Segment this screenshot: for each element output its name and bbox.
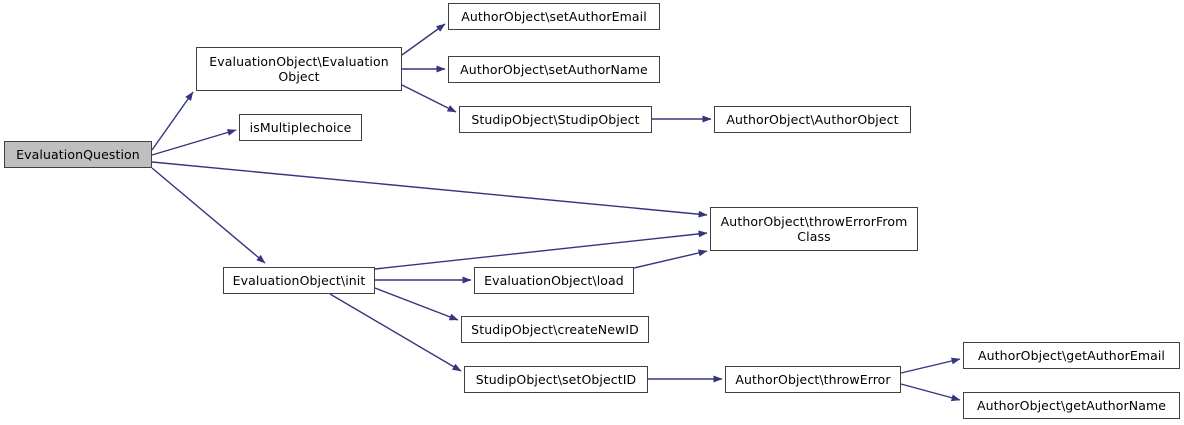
graph-edge-evaluation-question--to--evaluationobject-evaluationobject (151, 91, 194, 151)
graph-node-label: StudipObject\StudipObject (471, 112, 640, 127)
graph-node-label: AuthorObject\throwError (735, 372, 891, 387)
graph-edge-evaluationobject-evaluationobject--to--authorobject-setauthoremail (401, 23, 446, 56)
graph-node-authorobject-getauthorname[interactable]: AuthorObject\getAuthorName (963, 392, 1180, 419)
graph-node-evaluationobject-init[interactable]: EvaluationObject\init (223, 267, 375, 294)
graph-node-studipobject-setobjectid[interactable]: StudipObject\setObjectID (464, 366, 648, 393)
graph-edge-evaluationobject-init--to--authorobject-throwerrorfromclass (374, 230, 708, 270)
graph-node-label: StudipObject\setObjectID (475, 372, 637, 387)
graph-edge-evaluation-question--to--authorobject-throwerrorfromclass (151, 161, 708, 218)
graph-node-evaluationobject-load[interactable]: EvaluationObject\load (474, 267, 634, 294)
graph-node-label: EvaluationQuestion (16, 147, 140, 162)
graph-node-label: AuthorObject\getAuthorName (976, 398, 1167, 413)
graph-edge-evaluation-question--to--ismultiplechoice (151, 129, 237, 156)
graph-node-ismultiplechoice[interactable]: isMultiplechoice (239, 114, 362, 141)
graph-node-label: AuthorObject\AuthorObject (726, 112, 899, 127)
graph-node-authorobject-getauthoremail[interactable]: AuthorObject\getAuthorEmail (963, 342, 1180, 369)
graph-node-authorobject-throwerror[interactable]: AuthorObject\throwError (725, 366, 901, 393)
graph-node-label: EvaluationObject\Evaluation Object (209, 54, 389, 84)
graph-edge-authorobject-throwerror--to--authorobject-getauthorname (900, 383, 961, 402)
graph-edge-evaluationobject-evaluationobject--to--studipobject-studipobject (401, 84, 457, 113)
graph-node-studipobject-createnewid[interactable]: StudipObject\createNewID (461, 316, 649, 343)
graph-node-evaluationobject-evaluationobject[interactable]: EvaluationObject\Evaluation Object (196, 47, 402, 91)
graph-edge-evaluationobject-init--to--studipobject-createnewid (374, 287, 459, 321)
graph-edge-evaluation-question--to--evaluationobject-init (151, 167, 266, 264)
graph-node-label: EvaluationObject\load (484, 273, 624, 288)
graph-node-label: StudipObject\createNewID (471, 322, 639, 337)
graph-node-label: EvaluationObject\init (232, 273, 366, 288)
graph-edge-evaluationobject-load--to--authorobject-throwerrorfromclass (633, 249, 708, 269)
graph-edge-evaluationobject-init--to--studipobject-setobjectid (329, 293, 462, 372)
graph-node-authorobject-authorobject[interactable]: AuthorObject\AuthorObject (714, 106, 911, 133)
graph-node-label: AuthorObject\setAuthorEmail (461, 9, 647, 24)
graph-node-authorobject-setauthoremail[interactable]: AuthorObject\setAuthorEmail (448, 3, 660, 30)
graph-node-label: AuthorObject\getAuthorEmail (978, 348, 1165, 363)
graph-node-label: AuthorObject\throwErrorFrom Class (720, 214, 908, 244)
graph-node-label: isMultiplechoice (249, 120, 352, 135)
graph-node-label: AuthorObject\setAuthorName (460, 62, 648, 77)
graph-node-studipobject-studipobject[interactable]: StudipObject\StudipObject (459, 106, 652, 133)
graph-edge-authorobject-throwerror--to--authorobject-getauthoremail (900, 357, 961, 374)
graph-node-authorobject-setauthorname[interactable]: AuthorObject\setAuthorName (448, 56, 660, 83)
graph-node-authorobject-throwerrorfromclass[interactable]: AuthorObject\throwErrorFrom Class (710, 207, 918, 251)
graph-node-evaluation-question[interactable]: EvaluationQuestion (4, 141, 152, 168)
